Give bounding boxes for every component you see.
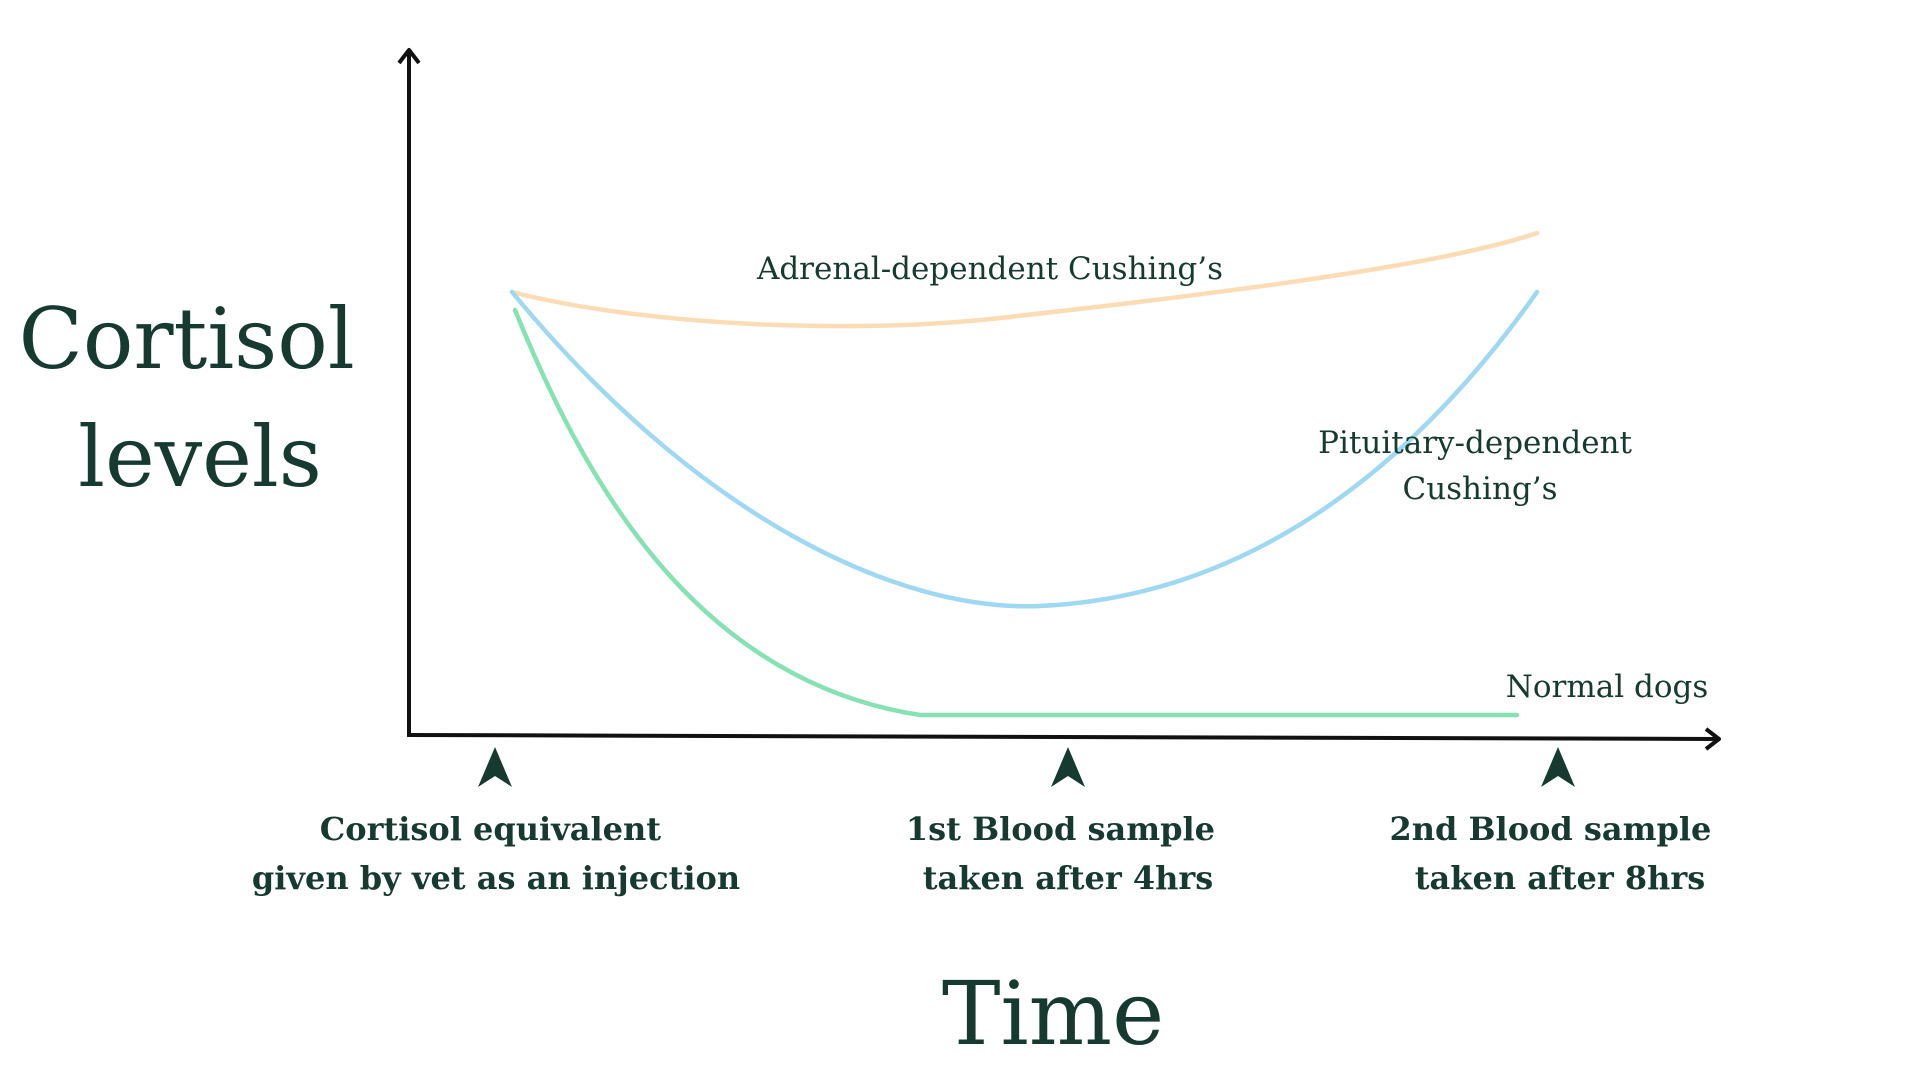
x-axis-line <box>406 733 1719 741</box>
second-sample-marker-icon <box>1541 747 1575 787</box>
x-axis-arrowhead <box>1704 727 1721 751</box>
normal-dogs-label-line-1: Normal dogs <box>1506 669 1709 705</box>
first-sample-label-line-1: 1st Blood sample <box>906 810 1215 848</box>
injection-label: Cortisol equivalent given by vet as an i… <box>252 810 740 897</box>
injection-label-line-1: Cortisol equivalent <box>320 810 662 848</box>
injection-marker-icon <box>478 747 512 787</box>
x-axis-title: Time <box>942 962 1164 1065</box>
adrenal-dependent-curve <box>509 230 1540 329</box>
y-axis-title-line-2: levels <box>78 408 322 506</box>
pituitary-dependent-curve <box>509 289 1540 609</box>
first-sample-marker-icon <box>1051 747 1085 787</box>
injection-label-line-2: given by vet as an injection <box>252 859 740 897</box>
y-axis-arrowhead <box>397 48 421 65</box>
adrenal-dependent-label-line-1: Adrenal-dependent Cushing’s <box>756 251 1223 287</box>
first-sample-label-line-2: taken after 4hrs <box>923 859 1214 897</box>
normal-dogs-label: Normal dogs <box>1506 669 1709 705</box>
pituitary-dependent-label: Pituitary-dependent Cushing’s <box>1318 425 1642 507</box>
first-sample-label: 1st Blood sample taken after 4hrs <box>906 810 1226 897</box>
second-sample-label: 2nd Blood sample taken after 8hrs <box>1389 810 1722 897</box>
second-sample-label-line-1: 2nd Blood sample <box>1389 810 1711 848</box>
axes <box>397 48 1721 751</box>
pituitary-dependent-label-line-1: Pituitary-dependent <box>1318 425 1632 461</box>
pituitary-dependent-label-line-2: Cushing’s <box>1402 471 1557 507</box>
second-sample-label-line-2: taken after 8hrs <box>1415 859 1706 897</box>
normal-dogs-curve <box>512 307 1520 718</box>
y-axis-title: Cortisol levels <box>19 290 382 506</box>
adrenal-dependent-label: Adrenal-dependent Cushing’s <box>756 251 1223 287</box>
y-axis-title-line-1: Cortisol <box>19 290 355 388</box>
